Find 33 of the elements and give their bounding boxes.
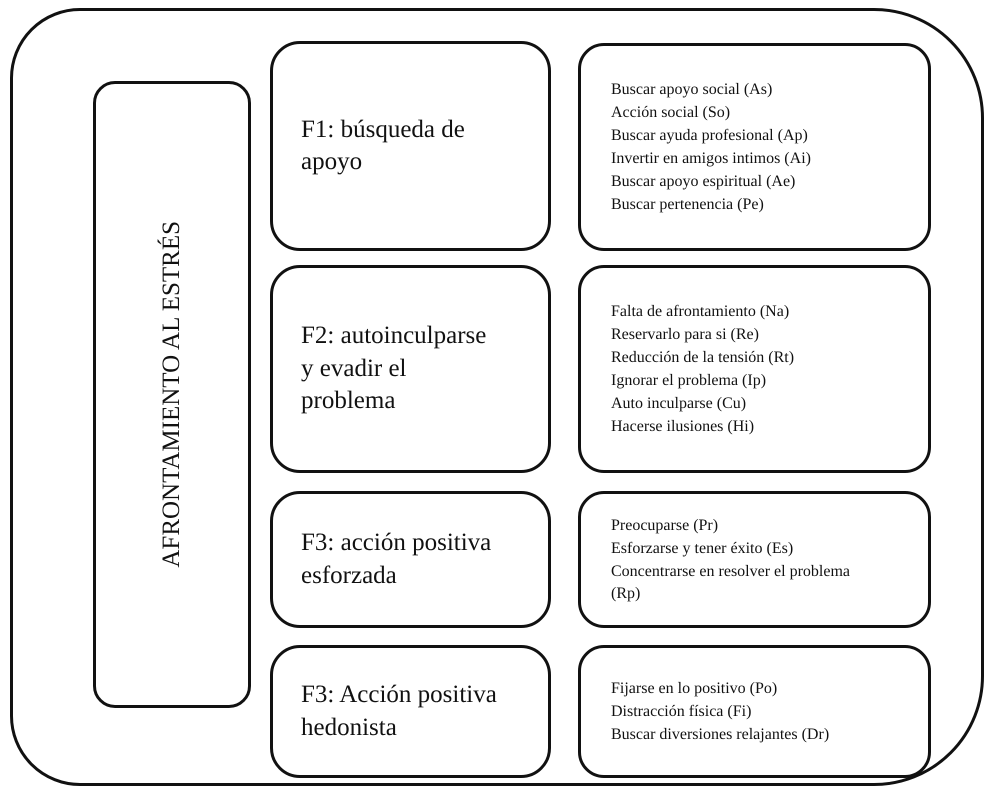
strategy-item: Buscar apoyo social (As) <box>611 80 774 100</box>
strategy-list-box <box>578 265 931 473</box>
strategy-list-box <box>578 491 931 628</box>
factor-label: F1: búsqueda de apoyo <box>300 114 466 177</box>
factor-box <box>270 645 551 778</box>
factor-label: F3: Acción positiva hedonista <box>300 680 498 742</box>
strategy-item: Buscar diversiones relajantes (Dr) <box>611 724 830 744</box>
strategy-item: Buscar pertenencia (Pe) <box>611 194 765 214</box>
factor-label: F2: autoinculparse y evadir el problema <box>300 321 488 416</box>
strategy-item: Esforzarse y tener éxito (Es) <box>611 538 794 558</box>
outer-rounded-frame <box>10 8 984 786</box>
vertical-title: AFRONTAMIENTO AL ESTRÉS <box>158 221 186 568</box>
strategy-item: Ignorar el problema (Ip) <box>611 370 768 390</box>
factor-label: F3: acción positiva esforzada <box>300 528 492 590</box>
strategy-item: Reservarlo para si (Re) <box>611 324 760 344</box>
strategy-list-box <box>578 645 931 778</box>
strategy-item: Hacerse ilusiones (Hi) <box>611 416 756 436</box>
strategy-item: Fijarse en lo positivo (Po) <box>611 678 778 698</box>
strategy-list-box <box>578 43 931 251</box>
factor-box <box>270 41 551 251</box>
strategy-item: Concentrarse en resolver el problema (Rp) <box>611 562 852 604</box>
strategy-item: Buscar ayuda profesional (Ap) <box>611 126 809 146</box>
strategy-item: Invertir en amigos intimos (Ai) <box>611 148 811 168</box>
strategy-item: Preocuparse (Pr) <box>611 516 720 536</box>
factor-box <box>270 265 551 473</box>
strategy-item: Auto inculparse (Cu) <box>611 394 748 414</box>
strategy-item: Reducción de la tensión (Rt) <box>611 348 794 368</box>
strategy-item: Falta de afrontamiento (Na) <box>611 302 790 322</box>
strategy-item: Buscar apoyo espiritual (Ae) <box>611 172 796 192</box>
rotated-title-box <box>93 81 251 708</box>
strategy-item: Acción social (So) <box>611 102 732 122</box>
factor-box <box>270 491 551 628</box>
strategy-item: Distracción física (Fi) <box>611 702 752 722</box>
